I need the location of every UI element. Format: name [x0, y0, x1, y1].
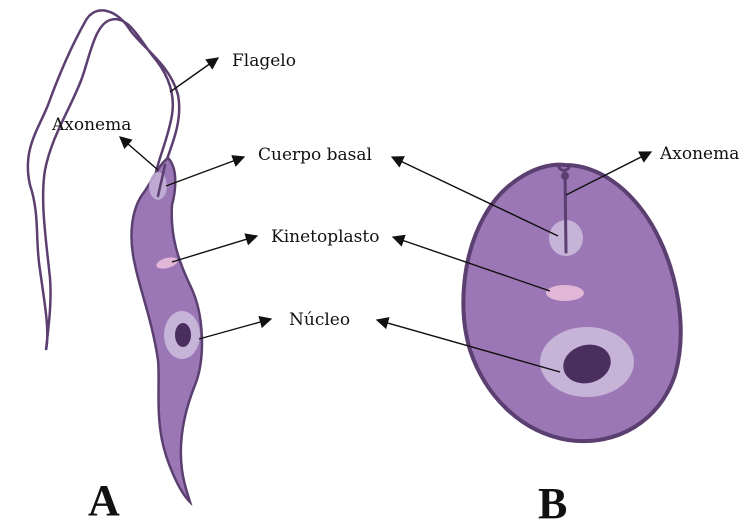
panel-a-letter: A	[88, 476, 120, 525]
label-nucleo: Núcleo	[289, 310, 350, 330]
label-axonema-a: Axonema	[51, 115, 131, 135]
label-cuerpo-basal: Cuerpo basal	[258, 145, 372, 165]
label-flagelo: Flagelo	[232, 51, 296, 71]
label-kinetoplasto: Kinetoplasto	[271, 227, 379, 247]
panel-b-letter: B	[538, 479, 567, 526]
nucleus	[175, 323, 191, 347]
arrow-cuerpo-basal	[166, 157, 244, 186]
arrow-flagelo	[170, 58, 218, 92]
arrow-kinetoplasto	[172, 236, 257, 262]
label-axonema-b: Axonema	[659, 144, 739, 164]
arrow-nucleo-a	[199, 319, 271, 339]
panel-a-cell	[28, 10, 202, 502]
basal-knob-b	[561, 172, 569, 180]
axoneme-line-b	[565, 172, 566, 252]
kinetoplast-b	[546, 285, 584, 301]
arrow-axonema-a	[120, 137, 158, 170]
